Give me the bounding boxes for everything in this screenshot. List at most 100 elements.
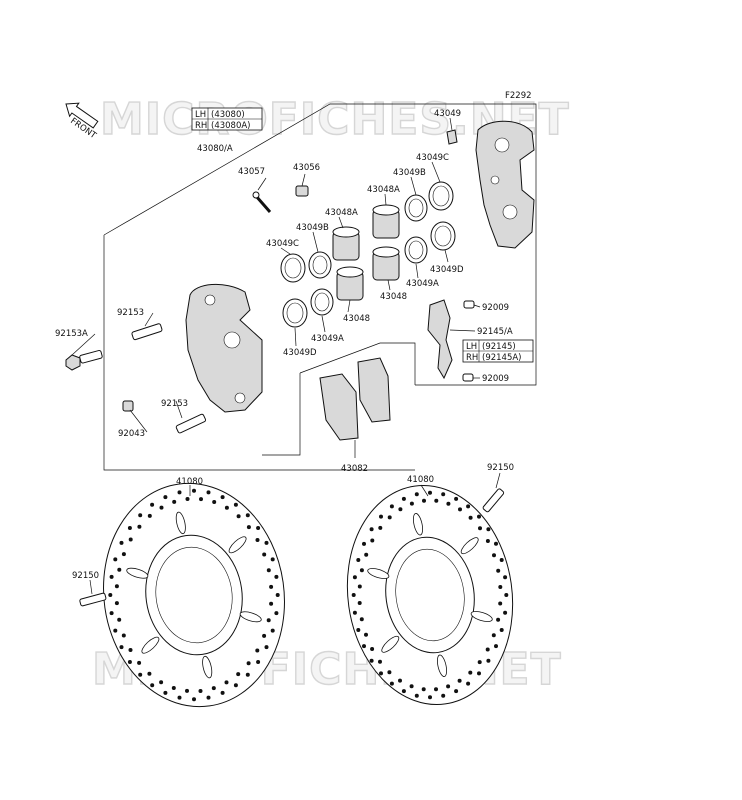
disc-hole [491, 633, 496, 638]
disc-hole [422, 498, 426, 503]
disc-hole [503, 610, 508, 615]
disc-hole [274, 611, 279, 616]
label-bleeder: 43057 [238, 167, 265, 177]
label-seal-a-left: 43049A [311, 334, 344, 344]
disc-hole [147, 513, 152, 518]
disc-hole [150, 502, 155, 507]
disc-hole [364, 632, 368, 637]
disc-hole [262, 633, 267, 638]
disc-hole [454, 689, 459, 694]
disc-hole [192, 697, 196, 702]
disc-hole [441, 693, 446, 698]
disc-hole [387, 515, 392, 520]
disc-hole [446, 684, 451, 689]
bolt-front [65, 349, 103, 371]
label-pads: 43082 [341, 464, 368, 474]
bracket-variant-rh-side: RH [466, 353, 478, 363]
disc-hole [458, 507, 462, 512]
caliper-half-left [185, 283, 263, 413]
disc-hole [389, 681, 394, 686]
disc-hole [113, 557, 118, 562]
seal-a-right [404, 236, 428, 264]
seal-a-left [310, 288, 334, 316]
disc-slot [141, 636, 160, 654]
disc-hole [109, 574, 114, 579]
disc-bolt-right [482, 488, 505, 513]
disc-hole [109, 611, 114, 616]
disc-hole [108, 593, 113, 597]
disc-hole [172, 499, 177, 504]
disc-hole [359, 568, 364, 573]
disc-hole [468, 515, 473, 520]
seal-d-right [430, 221, 456, 251]
disc-hole [434, 687, 438, 692]
disc-hole [477, 660, 482, 665]
disc-hole [212, 500, 217, 504]
disc-hole [264, 540, 269, 545]
disc-hole [171, 686, 176, 690]
label-disc-right: 41080 [407, 475, 434, 485]
bolt-upper [131, 323, 163, 341]
bracket-variant-box: LH (92145) RH (92145A) [462, 339, 534, 363]
leader-lines [71, 117, 501, 595]
disc-hole [264, 645, 269, 650]
disc-hole [199, 497, 203, 502]
seal-b-left [308, 251, 332, 279]
disc-hole [389, 504, 394, 509]
watermark-top: MICROFICHES.NET [100, 94, 570, 145]
disc-hole [477, 514, 481, 519]
disc-slot [437, 654, 447, 677]
disc-hole [370, 647, 375, 651]
disc-hole [256, 526, 261, 530]
disc-hole [357, 584, 362, 589]
disc-hole [379, 514, 383, 519]
label-disc-left: 41080 [176, 477, 203, 487]
disc-hole [485, 539, 490, 543]
disc-hole [428, 695, 432, 700]
disc-hole [255, 538, 260, 542]
disc-hole [114, 584, 119, 589]
disc-hole [198, 689, 203, 693]
disc-hole [387, 670, 392, 675]
disc-hole [138, 513, 143, 518]
seal-c-left [280, 253, 306, 283]
disc-hole [117, 617, 122, 622]
screw-upper [463, 300, 475, 309]
label-plug: 92043 [118, 429, 145, 439]
disc-hole [236, 514, 241, 519]
disc-hole [504, 593, 509, 597]
caliper-frame-bottom [103, 235, 415, 471]
bolt-lower [175, 413, 207, 434]
disc-slot [239, 611, 262, 623]
disc-hole [233, 683, 238, 688]
disc-hole [256, 660, 261, 664]
figure-code: F2292 [505, 91, 532, 101]
seal-b-right [404, 194, 428, 222]
disc-hole [496, 617, 501, 622]
disc-hole [359, 617, 364, 622]
label-seal-d-right: 43049D [430, 265, 464, 275]
disc-hole [428, 490, 432, 495]
disc-hole [498, 585, 503, 589]
disc-hole [150, 683, 155, 688]
disc-hole [245, 513, 250, 518]
caliper-frame [103, 103, 537, 386]
disc-slot [470, 611, 493, 622]
label-piston-a-right: 43048A [367, 185, 400, 195]
disc-hole [401, 496, 406, 501]
bleeder-valve [252, 191, 272, 213]
disc-hole [266, 618, 271, 623]
disc-hole [352, 610, 357, 615]
disc-hole [485, 647, 490, 652]
disc-hole [262, 552, 267, 557]
disc-hole [369, 527, 374, 532]
disc-hole [206, 695, 211, 700]
pad-spring-washer [446, 129, 458, 145]
disc-hole [466, 681, 471, 686]
front-arrow-icon [65, 102, 99, 129]
disc-hole [269, 584, 274, 589]
disc-hole [246, 525, 251, 530]
disc-hole [357, 601, 362, 605]
disc-slot [175, 511, 186, 535]
disc-hole [159, 505, 164, 510]
